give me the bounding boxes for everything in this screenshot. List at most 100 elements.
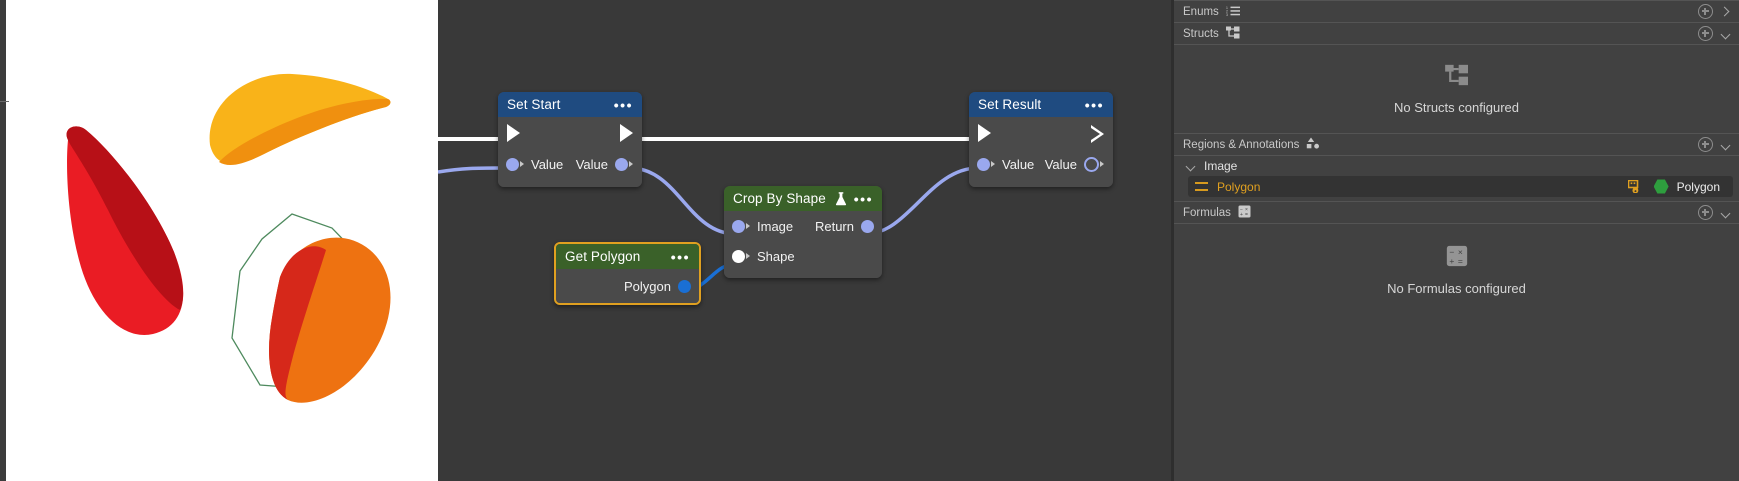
node-get-polygon-header[interactable]: Get Polygon ••• [556,244,699,269]
chevron-down-icon[interactable] [1186,161,1196,171]
exec-out-icon[interactable] [620,124,633,142]
data-wire-start-to-crop [629,166,737,236]
pin-value-out-arrow [629,161,633,167]
pin-value-out-label: Value [1044,156,1077,172]
exec-in-icon[interactable] [978,124,991,142]
pin-polygon-out-label: Polygon [624,278,671,294]
properties-panel: Enums 1 2 3 Structs [1174,0,1739,481]
pin-value-in-arrow [991,161,995,167]
drag-handle-icon[interactable] [1195,182,1208,191]
formulas-empty-text: No Formulas configured [1387,280,1526,296]
viewer-artwork [66,73,391,403]
svg-text:=: = [1245,212,1248,218]
svg-text:+: + [1449,255,1454,265]
pin-value-in[interactable] [977,157,990,171]
node-crop-by-shape-header[interactable]: Crop By Shape ••• [724,186,882,211]
add-enum-button[interactable] [1698,4,1713,19]
node-crop-by-shape-title: Crop By Shape [733,191,826,206]
pin-value-in[interactable] [506,157,519,171]
node-set-result-menu-icon[interactable]: ••• [1084,96,1104,113]
add-region-button[interactable] [1698,137,1713,152]
divider [1174,155,1739,156]
pin-value-in-label: Value [1002,156,1035,172]
add-struct-button[interactable] [1698,26,1713,41]
struct-tree-icon [1444,64,1469,89]
svg-text:+: + [1240,212,1243,218]
flask-icon [835,191,847,206]
svg-text:−: − [1240,207,1243,213]
svg-text:×: × [1457,247,1462,257]
exec-in-icon[interactable] [507,124,520,142]
pin-shape-in-label: Shape [757,248,795,264]
tree-group-image[interactable]: Image [1174,156,1739,176]
add-formula-button[interactable] [1698,205,1713,220]
node-get-polygon-menu-icon[interactable]: ••• [670,248,690,265]
chevron-right-icon[interactable] [1721,7,1731,17]
pin-value-out[interactable] [1084,156,1099,172]
node-set-start[interactable]: Set Start ••• Value Value [498,92,642,187]
divider [1174,223,1739,224]
structs-empty-text: No Structs configured [1393,99,1519,115]
shapes-icon [1306,137,1321,152]
calculator-icon: − × + = [1446,245,1468,270]
node-set-result-title: Set Result [978,97,1042,112]
svg-text:=: = [1457,255,1462,265]
section-enums[interactable]: Enums 1 2 3 [1174,1,1739,22]
section-structs[interactable]: Structs [1174,23,1739,44]
section-formulas[interactable]: Formulas − × + = [1174,202,1739,223]
pin-image-in-label: Image [757,218,794,234]
node-crop-by-shape-body: Image Return Shape [724,211,882,278]
section-regions-label: Regions & Annotations [1183,138,1300,151]
node-set-result-exec-row [969,117,1113,149]
orange-petal-shade [269,246,326,400]
pin-polygon-out[interactable] [678,279,691,293]
image-viewer[interactable] [0,0,438,481]
node-set-result-body: Value Value [969,117,1113,187]
viewer-ruler-tick [0,101,9,102]
region-item-polygon[interactable]: Polygon Polygon [1188,176,1733,197]
section-enums-label: Enums [1183,5,1219,18]
panel-divider [1171,0,1174,481]
pin-value-out-arrow [1100,161,1104,167]
section-regions-annotations[interactable]: Regions & Annotations [1174,134,1739,155]
node-set-start-header[interactable]: Set Start ••• [498,92,642,117]
divider [1174,0,1739,1]
calculator-icon: − × + = [1238,205,1251,221]
region-item-polygon-type: Polygon [1676,179,1720,194]
pin-value-in-arrow [520,161,524,167]
svg-text:2: 2 [1226,9,1228,13]
structs-empty-state: No Structs configured [1174,45,1739,133]
region-link-icon[interactable] [1627,180,1642,193]
numbered-list-icon: 1 2 3 [1226,5,1240,19]
exec-out-icon[interactable] [1091,124,1104,143]
chevron-down-icon[interactable] [1721,140,1731,150]
node-get-polygon[interactable]: Get Polygon ••• Polygon [554,242,701,305]
node-set-start-body: Value Value [498,117,642,187]
data-wire-in [438,166,501,174]
divider [1174,44,1739,45]
pin-return-out[interactable] [861,219,874,233]
node-graph-canvas[interactable]: Set Start ••• Value Value [438,0,1171,481]
red-petal-shade [66,126,184,310]
chevron-down-icon[interactable] [1721,29,1731,39]
node-crop-by-shape[interactable]: Crop By Shape ••• Image Return [724,186,882,278]
node-crop-by-shape-menu-icon[interactable]: ••• [853,190,873,207]
section-formulas-label: Formulas [1183,206,1231,219]
node-set-result-header[interactable]: Set Result ••• [969,92,1113,117]
svg-text:1: 1 [1226,6,1228,10]
hexagon-icon [1653,179,1669,194]
pin-value-out-label: Value [575,156,608,172]
chevron-down-icon[interactable] [1721,208,1731,218]
pin-image-in-arrow [746,223,750,229]
node-set-start-menu-icon[interactable]: ••• [613,96,633,113]
node-set-result[interactable]: Set Result ••• Value Value [969,92,1113,187]
pin-shape-in[interactable] [732,249,745,263]
tree-group-image-label: Image [1204,159,1238,173]
pin-value-out[interactable] [615,157,628,171]
pin-value-in-label: Value [531,156,564,172]
divider [1174,201,1739,202]
pin-image-in[interactable] [732,219,745,233]
svg-text:3: 3 [1226,13,1228,16]
node-set-start-title: Set Start [507,97,561,112]
